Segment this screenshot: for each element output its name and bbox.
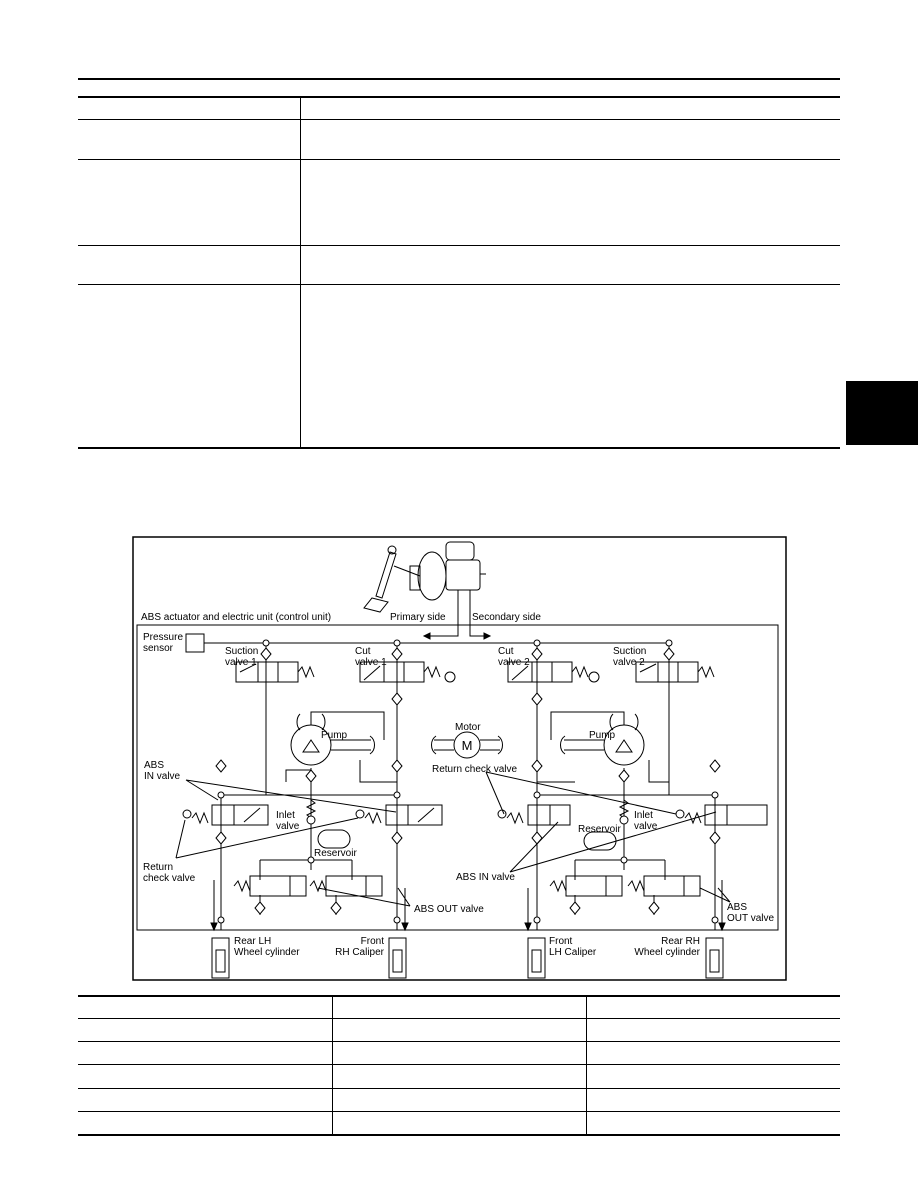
reservoir-left-label: Reservoir [314,848,357,859]
abs-out-valves-right-icon [549,875,701,897]
wheel-rear-lh-label: Rear LH [234,936,271,947]
reservoir-left-icon [317,829,351,849]
inlet-valve-right-label: Inlet [634,810,653,821]
upper-table-row-line [78,119,840,120]
abs-out-valve-right-label: OUT valve [727,913,774,924]
section-tab-marker [846,381,918,445]
suction-valve-2-label: valve 2 [613,657,645,668]
abs-in-valve-rear-rh-icon [675,804,768,826]
upper-table-column-divider [300,98,301,448]
header-rule [78,78,840,80]
wheel-front-rh-label: Front [361,936,385,947]
return-check-valve-left-label: check valve [143,873,196,884]
inlet-valve-right-label: valve [634,821,658,832]
wheel-rear-lh-label: Wheel cylinder [234,947,300,958]
brake-pedal-icon [363,545,421,613]
cut-valve-1-icon [359,661,456,683]
pressure-sensor-label: sensor [143,643,174,654]
motor-label: Motor [455,722,481,733]
upper-table-row-line [78,159,840,160]
wheel-front-lh-label: LH Caliper [549,947,597,958]
wheel-cylinder-rear-lh-icon [211,937,230,979]
motor-symbol: M [462,738,473,753]
wheel-cylinder-front-rh-icon [388,937,407,979]
abs-out-valves-left-icon [233,875,383,897]
secondary-supply-line [469,590,490,637]
suction-valve-2-label: Suction [613,646,646,657]
abs-out-valve-left-label: ABS OUT valve [414,904,484,915]
pressure-sensor-label: Pressure [143,632,183,643]
upper-table-row-line [78,284,840,285]
suction-valve-1-icon [235,661,315,683]
diagram-frame [132,536,787,981]
pump-right-icon [560,713,645,766]
pump-left-label: Pump [321,730,348,741]
return-check-valve-left-label: Return [143,862,173,873]
return-check-valve-center-label: Return check valve [432,764,517,775]
wheel-front-rh-label: RH Caliper [335,947,385,958]
lower-table-row-line [78,1064,840,1065]
pressure-sensor-box [185,633,205,653]
motor-icon [431,731,503,759]
lower-table-bottom-border [78,1134,840,1136]
suction-valve-2-icon [635,661,715,683]
primary-side-label: Primary side [390,612,446,623]
lower-table-top-border [78,995,840,997]
abs-in-valve-front-lh-icon [497,804,571,826]
abs-in-valve-left-label: ABS [144,760,164,771]
wheel-front-lh-label: Front [549,936,573,947]
pump-right-label: Pump [589,730,616,741]
primary-supply-line [424,590,459,637]
upper-table-row-line [78,245,840,246]
abs-in-valve-left-label: IN valve [144,771,181,782]
lower-table-row-line [78,1018,840,1019]
inlet-valve-left-label: valve [276,821,300,832]
wheel-rear-rh-label: Rear RH [661,936,700,947]
suction-valve-1-label: valve 1 [225,657,257,668]
cut-valve-1-label: valve 1 [355,657,387,668]
control-unit-label: ABS actuator and electric unit (control … [141,612,331,623]
lower-table-row-line [78,1088,840,1089]
control-unit-boundary [136,624,779,931]
secondary-side-label: Secondary side [472,612,541,623]
cut-valve-1-label: Cut [355,646,371,657]
suction-valve-1-label: Suction [225,646,258,657]
cut-valve-2-label: Cut [498,646,514,657]
wheel-cylinder-front-lh-icon [527,937,546,979]
abs-in-valve-front-rh-icon [355,804,443,826]
lower-table-column-divider [586,997,587,1135]
inlet-valve-left-label: Inlet [276,810,295,821]
abs-in-valve-right-label: ABS IN valve [456,872,515,883]
lower-table-row-line [78,1041,840,1042]
cut-valve-2-label: valve 2 [498,657,530,668]
lower-table-column-divider [332,997,333,1135]
master-cylinder-icon [409,541,486,601]
upper-table-top-border [78,96,840,98]
upper-table-bottom-border [78,447,840,449]
abs-out-valve-right-label: ABS [727,902,747,913]
pump-left-icon [290,713,375,766]
wheel-rear-rh-label: Wheel cylinder [634,947,700,958]
abs-in-valve-left-rear-icon [182,804,269,826]
wheel-cylinder-rear-rh-icon [705,937,724,979]
lower-table-row-line [78,1111,840,1112]
cut-valve-2-icon [507,661,600,683]
reservoir-right-label: Reservoir [578,824,621,835]
